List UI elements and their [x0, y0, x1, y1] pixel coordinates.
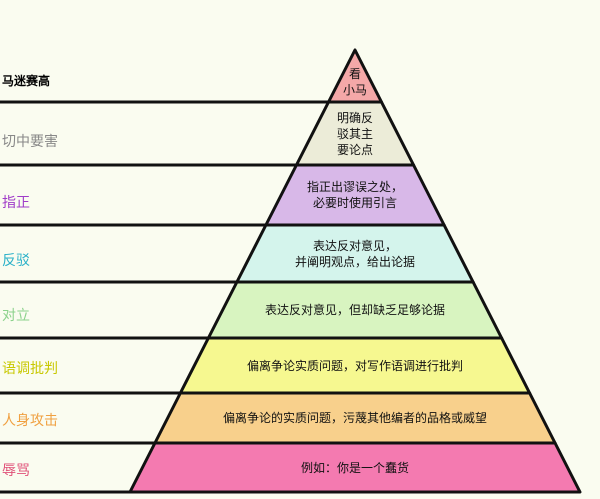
- level-description: 偏离争论的实质问题，污蔑其他编者的品格或威望: [205, 410, 505, 426]
- level-description-line: 指正出谬误之处，: [306, 180, 403, 194]
- level-description: 指正出谬误之处， 必要时使用引言: [205, 179, 505, 211]
- level-description-line: 表达反对意见，但却缺乏足够论据: [264, 303, 445, 317]
- level-label: 语调批判: [2, 361, 58, 377]
- level-description: 表达反对意见，并阐明观点，给出论据: [205, 238, 505, 270]
- level-label: 切中要害: [2, 134, 58, 150]
- level-description: 例如：你是一个蠢货: [205, 460, 505, 476]
- level-description: 偏离争论实质问题，对写作语调进行批判: [205, 358, 505, 374]
- level-description-line: 驳其主: [336, 126, 373, 141]
- level-description-line: 看: [348, 67, 361, 81]
- level-description-line: 并阐明观点，给出论据: [294, 254, 415, 269]
- level-label: 人身攻击: [2, 413, 58, 429]
- level-label: 辱骂: [2, 463, 30, 479]
- level-description: 看小马: [205, 66, 505, 98]
- level-label: 指正: [2, 195, 30, 211]
- pyramid-band-8: [128, 441, 582, 494]
- level-description: 明确反驳其主要论点: [205, 110, 505, 158]
- level-description-line: 例如：你是一个蠢货: [300, 460, 409, 475]
- level-label: 马迷赛高: [2, 74, 51, 88]
- level-description-line: 明确反: [336, 110, 373, 125]
- level-description-line: 要论点: [336, 142, 373, 157]
- level-description-line: 必要时使用引言: [312, 196, 397, 210]
- level-description-line: 小马: [342, 83, 367, 97]
- level-description-line: 偏离争论实质问题，对写作语调进行批判: [246, 358, 463, 373]
- level-description: 表达反对意见，但却缺乏足够论据: [205, 302, 505, 318]
- level-label: 对立: [2, 308, 30, 324]
- level-description-line: 表达反对意见，: [312, 238, 397, 253]
- level-label: 反驳: [2, 253, 30, 269]
- level-description-line: 偏离争论的实质问题，污蔑其他编者的品格或威望: [222, 411, 487, 425]
